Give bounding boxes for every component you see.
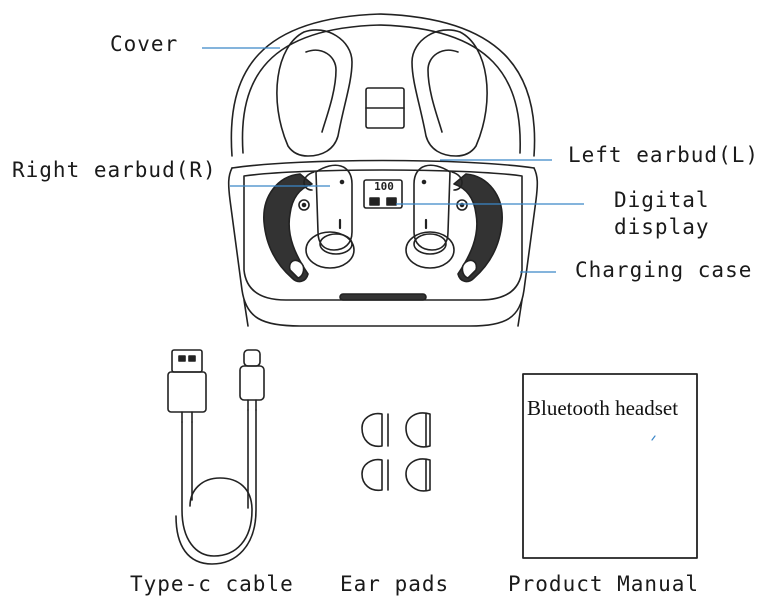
right-earbud-hook (263, 173, 313, 283)
right-earbud-label: Right earbud(R) (12, 158, 217, 182)
charging-case-label: Charging case (575, 258, 753, 282)
leader-lines (202, 47, 584, 273)
left-earbud-hook (453, 173, 503, 283)
ear-pads-label: Ear pads (340, 572, 450, 596)
type-c-cable (167, 349, 265, 565)
cover-lid (230, 13, 536, 157)
right-earbud-body (303, 164, 353, 255)
digital-display-label-line1: Digital (614, 188, 710, 212)
left-earbud-label: Left earbud(L) (568, 143, 760, 167)
display-readout: 100 (374, 180, 394, 193)
product-manual-label: Product Manual (508, 572, 700, 596)
digital-display (363, 179, 403, 209)
manual-cover-title: Bluetooth headset (527, 396, 679, 420)
product-manual-booklet (522, 373, 698, 559)
left-earbud-body (413, 164, 463, 255)
type-c-cable-label: Type-c cable (130, 572, 294, 596)
ear-pads (361, 412, 431, 492)
digital-display-label-line2: display (614, 215, 710, 239)
cover-label: Cover (110, 32, 179, 56)
charging-case-base (227, 159, 539, 327)
